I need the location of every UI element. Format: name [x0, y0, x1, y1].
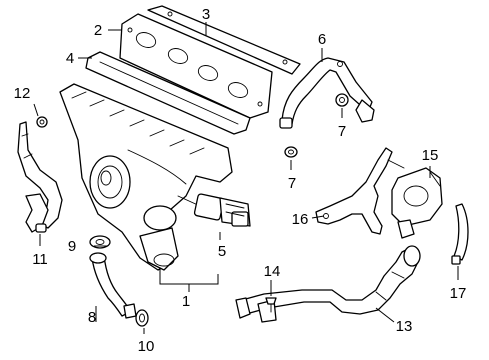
callout-2: 2 — [94, 22, 102, 39]
coolant-hose — [279, 57, 375, 129]
turbocharger-assembly — [59, 83, 233, 271]
callout-16: 16 — [292, 211, 309, 228]
callout-4: 4 — [66, 50, 74, 67]
exhaust-manifold-gasket — [119, 13, 273, 119]
callout-8: 8 — [88, 309, 96, 326]
coolant-pump — [391, 167, 443, 239]
callout-1: 1 — [182, 293, 190, 310]
callout-7: 7 — [338, 123, 346, 140]
callout-11: 11 — [32, 251, 48, 268]
pump-bracket — [315, 147, 405, 235]
coolant-pipe — [235, 245, 421, 323]
callout-9: 9 — [68, 238, 76, 255]
bolt-14 — [265, 297, 277, 313]
wastegate-actuator — [177, 193, 251, 227]
callout-14: 14 — [264, 263, 281, 280]
gasket-9 — [89, 235, 111, 249]
callout-6: 6 — [318, 31, 326, 48]
leader-lines — [33, 22, 459, 334]
callout-labels: 1 2 3 4 5 6 7 7 8 9 10 11 12 13 14 15 16… — [14, 6, 467, 355]
callout-5: 5 — [218, 243, 226, 260]
callout-13: 13 — [396, 318, 413, 335]
callout-17: 17 — [450, 285, 467, 302]
hose-clamp — [451, 203, 469, 265]
washer-7-lower — [284, 146, 298, 158]
return-pipe — [89, 252, 137, 319]
callout-15: 15 — [422, 147, 439, 164]
heat-shield-strip — [85, 51, 251, 135]
callout-7: 7 — [288, 175, 296, 192]
callout-12: 12 — [14, 85, 31, 102]
oil-line-left — [17, 121, 63, 233]
callout-10: 10 — [138, 338, 155, 355]
callout-3: 3 — [202, 6, 210, 23]
washer-10 — [135, 309, 149, 327]
exhaust-gasket-outer — [147, 5, 301, 75]
fitting-12 — [36, 116, 48, 128]
washer-7-upper — [335, 93, 349, 107]
